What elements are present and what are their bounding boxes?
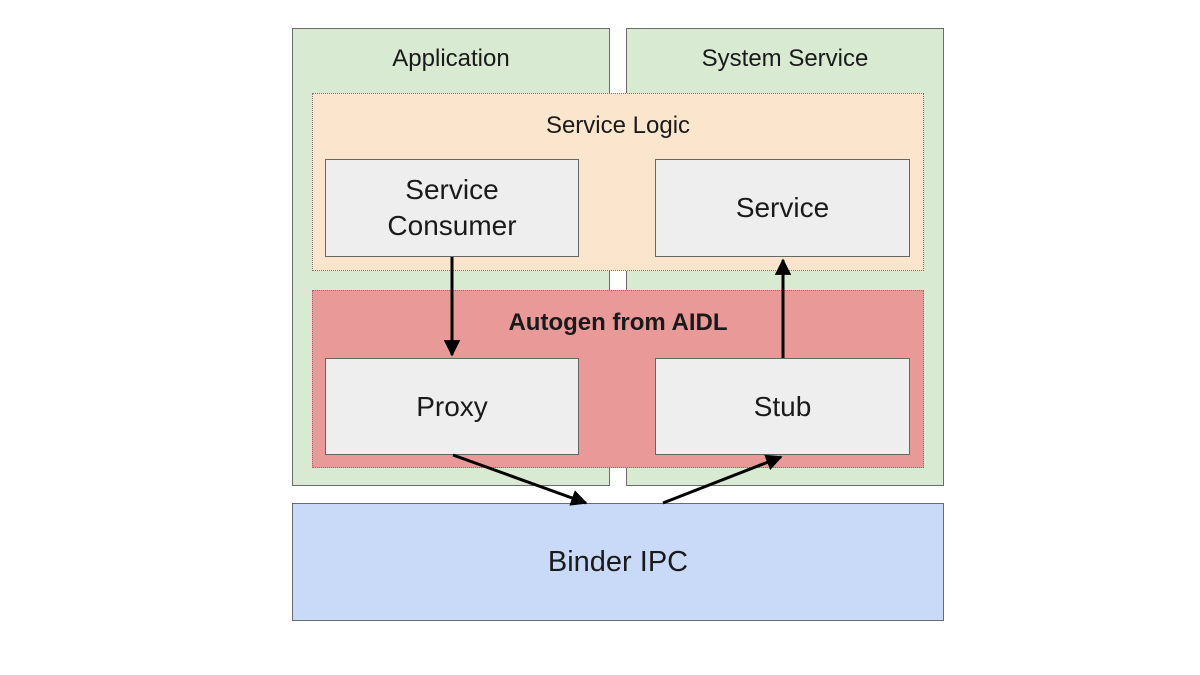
service-consumer-label-line1: Service [405, 174, 499, 205]
system-service-title: System Service [701, 45, 869, 72]
binder-ipc-label: Binder IPC [547, 545, 689, 578]
service-consumer-label-line2: Consumer [387, 210, 517, 241]
service-logic-title: Service Logic [545, 112, 691, 139]
autogen-title: Autogen from AIDL [508, 309, 728, 336]
binder-ipc-box: Binder IPC [292, 503, 944, 621]
stub-box: Stub [655, 358, 910, 455]
stub-label: Stub [753, 390, 812, 422]
service-label: Service [735, 192, 830, 223]
service-consumer-box: Service Consumer [325, 159, 579, 257]
proxy-box: Proxy [325, 358, 579, 455]
service-box: Service [655, 159, 910, 257]
application-title: Application [392, 45, 510, 72]
proxy-label: Proxy [416, 390, 488, 422]
